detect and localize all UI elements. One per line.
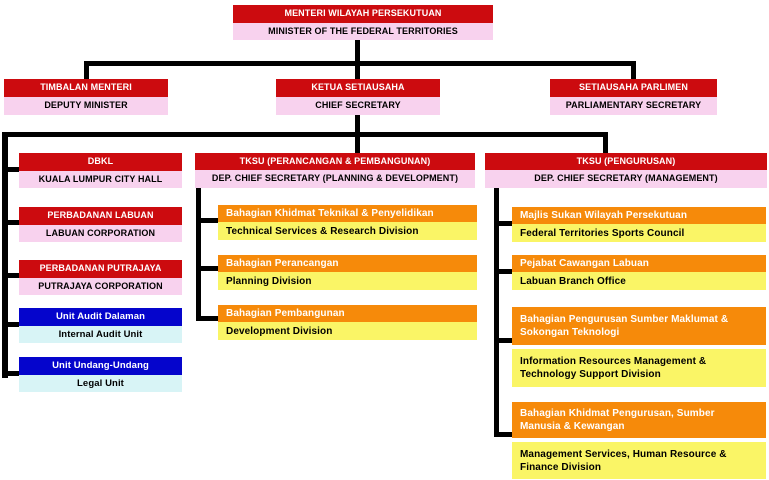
node-label-my: KETUA SETIAUSAHA (276, 79, 440, 97)
node-label-en: LABUAN CORPORATION (19, 225, 182, 242)
connector-parliament-drop (631, 61, 636, 80)
node-label-my: MENTERI WILAYAH PERSEKUTUAN (233, 5, 493, 23)
connector-chief-down (355, 115, 360, 137)
node-label-en: DEP. CHIEF SECRETARY (PLANNING & DEVELOP… (195, 170, 475, 188)
connector-stub-info-resources (494, 338, 512, 343)
node-label-en: Development Division (218, 322, 477, 340)
connector-middle-spine (196, 188, 201, 321)
connector-stub-internal-audit (2, 322, 19, 327)
node-planning-division: Bahagian Perancangan Planning Division (218, 255, 477, 290)
node-label-en: MINISTER OF THE FEDERAL TERRITORIES (233, 23, 493, 40)
connector-level2-horizontal (84, 61, 636, 66)
node-label-my: TKSU (PERANCANGAN & PEMBANGUNAN) (195, 153, 475, 170)
node-label-my: Bahagian Pengurusan Sumber Maklumat & So… (512, 307, 766, 345)
node-chief-secretary: KETUA SETIAUSAHA CHIEF SECRETARY (276, 79, 440, 115)
connector-stub-technical-services (196, 218, 218, 223)
node-perbadanan-putrajaya: PERBADANAN PUTRAJAYA PUTRAJAYA CORPORATI… (19, 260, 182, 295)
node-label-en: DEP. CHIEF SECRETARY (MANAGEMENT) (485, 170, 767, 188)
node-management-services-division: Bahagian Khidmat Pengurusan, Sumber Manu… (512, 402, 766, 479)
node-info-resources-division: Bahagian Pengurusan Sumber Maklumat & So… (512, 307, 766, 387)
node-label-en: Planning Division (218, 272, 477, 290)
node-label-my: SETIAUSAHA PARLIMEN (550, 79, 717, 97)
node-label-my: Bahagian Pembangunan (218, 305, 477, 322)
connector-minister-drop (355, 40, 360, 63)
connector-chief-drop (355, 61, 360, 80)
node-deputy-minister: TIMBALAN MENTERI DEPUTY MINISTER (4, 79, 168, 115)
node-label-my: Unit Audit Dalaman (19, 308, 182, 326)
node-label-my: Majlis Sukan Wilayah Persekutuan (512, 207, 766, 224)
connector-tksu-management-drop (603, 132, 608, 153)
node-technical-services-division: Bahagian Khidmat Teknikal & Penyelidikan… (218, 205, 477, 240)
node-label-en: Legal Unit (19, 375, 182, 392)
connector-stub-labuan-branch (494, 269, 512, 274)
connector-stub-labuan-corp (2, 220, 19, 225)
node-label-en: DEPUTY MINISTER (4, 97, 168, 115)
node-label-en: Technical Services & Research Division (218, 222, 477, 240)
node-tksu-planning-development: TKSU (PERANCANGAN & PEMBANGUNAN) DEP. CH… (195, 153, 475, 188)
node-label-en: PUTRAJAYA CORPORATION (19, 278, 182, 295)
node-parliamentary-secretary: SETIAUSAHA PARLIMEN PARLIAMENTARY SECRET… (550, 79, 717, 115)
node-label-my: DBKL (19, 153, 182, 171)
node-label-my: Pejabat Cawangan Labuan (512, 255, 766, 272)
node-dbkl: DBKL KUALA LUMPUR CITY HALL (19, 153, 182, 188)
node-labuan-branch-office: Pejabat Cawangan Labuan Labuan Branch Of… (512, 255, 766, 290)
node-label-en: Labuan Branch Office (512, 272, 766, 290)
node-label-my: PERBADANAN PUTRAJAYA (19, 260, 182, 278)
connector-tksu-planning-drop (355, 132, 360, 153)
node-label-my: Bahagian Khidmat Pengurusan, Sumber Manu… (512, 402, 766, 438)
connector-stub-legal-unit (2, 371, 19, 376)
node-label-en: Federal Territories Sports Council (512, 224, 766, 242)
node-label-my: Unit Undang-Undang (19, 357, 182, 375)
node-label-en: CHIEF SECRETARY (276, 97, 440, 115)
connector-stub-development-division (196, 316, 218, 321)
node-tksu-management: TKSU (PENGURUSAN) DEP. CHIEF SECRETARY (… (485, 153, 767, 188)
node-perbadanan-labuan: PERBADANAN LABUAN LABUAN CORPORATION (19, 207, 182, 242)
connector-stub-planning-division (196, 266, 218, 271)
connector-right-spine (494, 188, 499, 437)
connector-stub-dbkl (2, 167, 19, 172)
node-label-en: PARLIAMENTARY SECRETARY (550, 97, 717, 115)
node-label-en: KUALA LUMPUR CITY HALL (19, 171, 182, 188)
node-legal-unit: Unit Undang-Undang Legal Unit (19, 357, 182, 392)
connector-deputy-drop (84, 61, 89, 80)
node-label-my: TKSU (PENGURUSAN) (485, 153, 767, 170)
node-label-my: Bahagian Khidmat Teknikal & Penyelidikan (218, 205, 477, 222)
node-development-division: Bahagian Pembangunan Development Divisio… (218, 305, 477, 340)
connector-stub-sports-council (494, 221, 512, 226)
node-label-en: Information Resources Management & Techn… (512, 349, 766, 387)
node-minister: MENTERI WILAYAH PERSEKUTUAN MINISTER OF … (233, 5, 493, 40)
node-label-en: Management Services, Human Resource & Fi… (512, 442, 766, 479)
node-label-my: PERBADANAN LABUAN (19, 207, 182, 225)
node-internal-audit-unit: Unit Audit Dalaman Internal Audit Unit (19, 308, 182, 343)
node-label-en: Internal Audit Unit (19, 326, 182, 343)
node-label-my: Bahagian Perancangan (218, 255, 477, 272)
connector-left-spine (2, 132, 8, 378)
node-sports-council: Majlis Sukan Wilayah Persekutuan Federal… (512, 207, 766, 242)
node-label-my: TIMBALAN MENTERI (4, 79, 168, 97)
connector-stub-putrajaya-corp (2, 273, 19, 278)
connector-stub-management-services (494, 432, 512, 437)
connector-level3-horizontal (2, 132, 608, 137)
